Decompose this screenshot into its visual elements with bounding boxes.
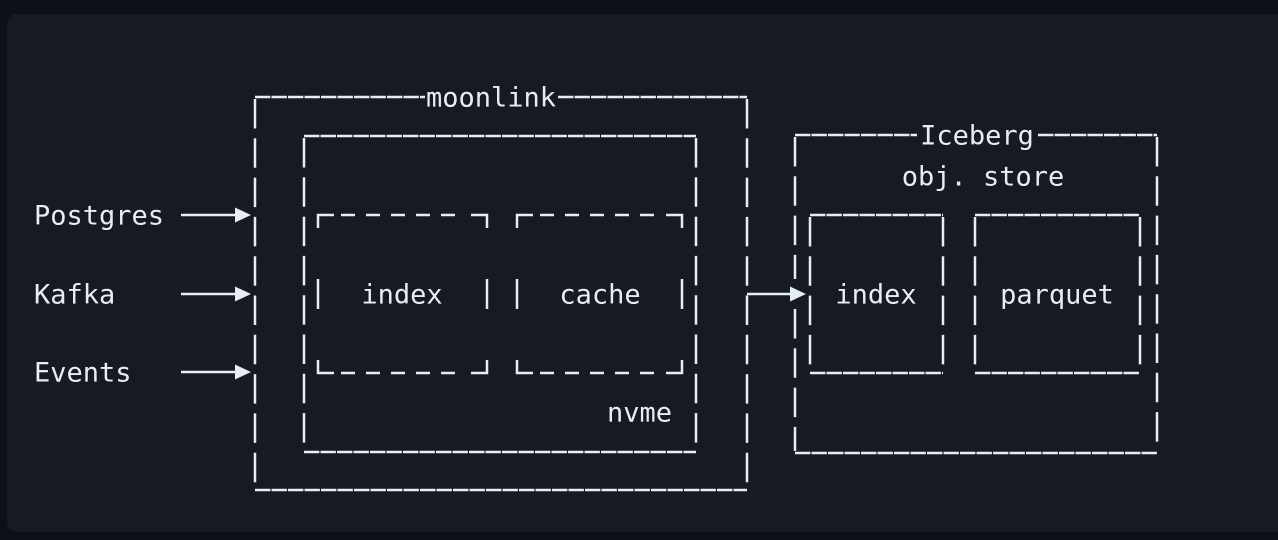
iceberg-box: Iceberg obj. store index parquet xyxy=(793,121,1159,455)
corner xyxy=(515,213,533,228)
corner xyxy=(316,213,334,228)
arrow-right-icon xyxy=(747,286,806,302)
source-label-postgres: Postgres xyxy=(34,201,164,232)
corner xyxy=(515,360,533,375)
corner xyxy=(471,213,489,228)
moonlink-box: moonlink nvme xyxy=(253,83,749,492)
iceberg-index-box: index xyxy=(808,213,945,375)
corner xyxy=(666,213,684,228)
iceberg-title: Iceberg xyxy=(920,121,1034,152)
arrow-right-icon xyxy=(181,207,251,223)
nvme-box: nvme index xyxy=(302,134,698,454)
nvme-label: nvme xyxy=(607,398,672,429)
corner xyxy=(471,360,489,375)
code-block-panel xyxy=(7,14,1278,532)
corner xyxy=(666,360,684,375)
arrow-right-icon xyxy=(181,286,251,302)
moonlink-cache-box: cache xyxy=(515,213,684,375)
moonlink-index-box: index xyxy=(316,213,489,375)
source-label-events: Events xyxy=(34,358,132,389)
moonlink-cache-label: cache xyxy=(559,280,640,311)
moonlink-title: moonlink xyxy=(426,83,556,114)
iceberg-index-label: index xyxy=(835,280,916,311)
corner xyxy=(316,360,334,375)
iceberg-subtitle: obj. store xyxy=(902,162,1065,193)
source-label-kafka: Kafka xyxy=(34,280,115,311)
source-labels: Postgres Kafka Events xyxy=(34,201,251,389)
iceberg-parquet-label: parquet xyxy=(1000,280,1114,311)
moonlink-index-label: index xyxy=(361,280,442,311)
arrow-right-icon xyxy=(181,364,251,380)
iceberg-parquet-box: parquet xyxy=(973,213,1142,375)
